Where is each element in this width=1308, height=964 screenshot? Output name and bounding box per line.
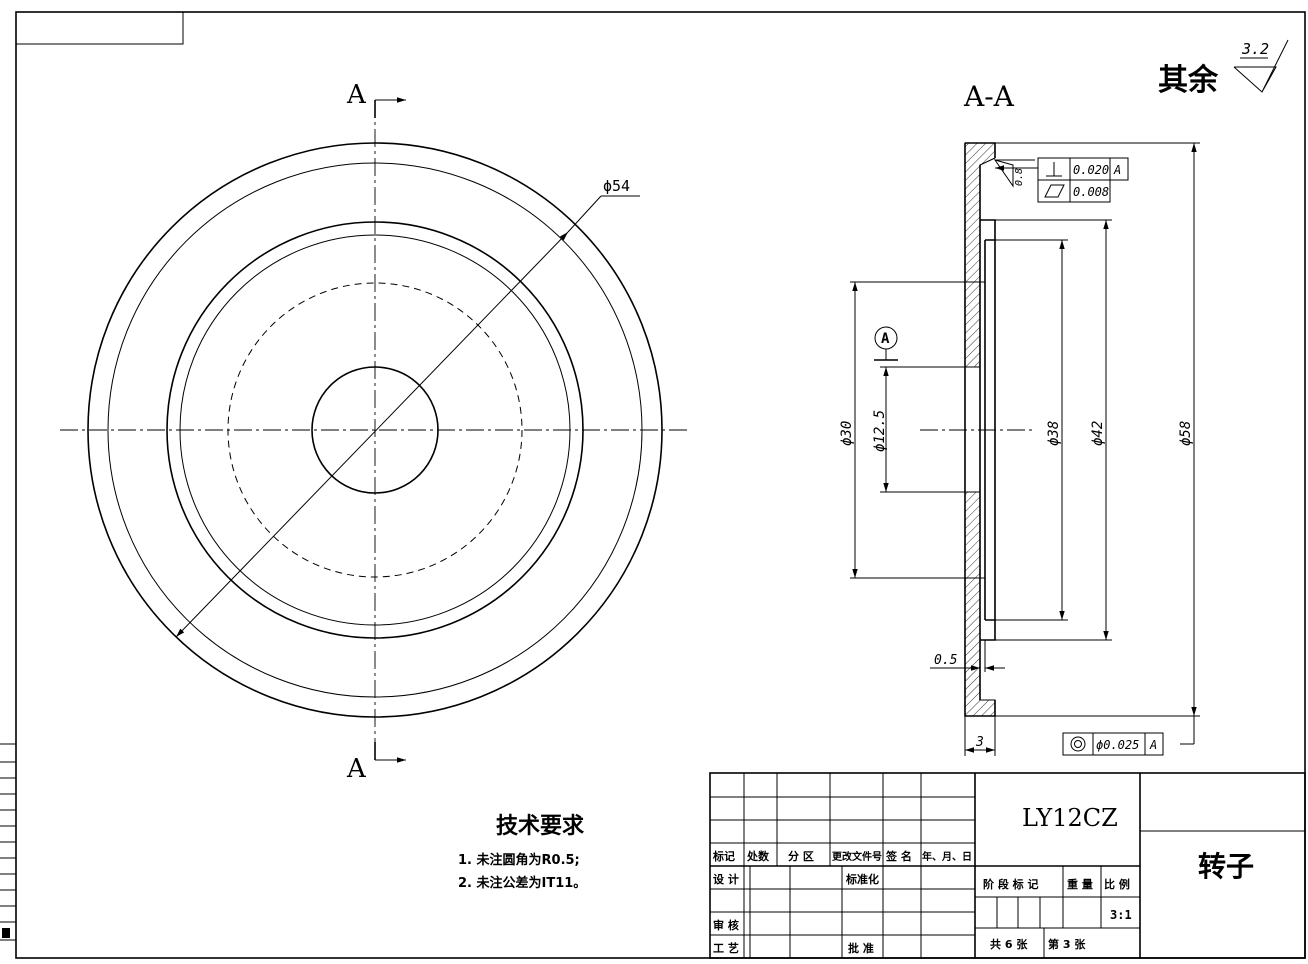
- tb-date: 年、月、日: [922, 850, 972, 863]
- section-marker-top-label: A: [346, 80, 367, 110]
- fcf-flatness: 0.008: [1037, 179, 1111, 203]
- tech-req-title: 技术要求: [496, 814, 584, 839]
- face-roughness-value: 0.8: [1014, 168, 1025, 186]
- dim-58-label: ϕ58: [1178, 421, 1194, 446]
- concentricity-datum: A: [1149, 738, 1157, 752]
- tech-req-item-1: 1. 未注圆角为R0.5;: [458, 852, 580, 868]
- drawing-frame: [0, 11, 1306, 959]
- tb-approve: 批 准: [848, 941, 874, 955]
- section-title: A-A: [963, 80, 1015, 113]
- dim-42-label: ϕ42: [1090, 421, 1106, 446]
- tb-zone: 分 区: [788, 849, 814, 863]
- concentricity-icon: [1070, 736, 1086, 752]
- tb-design: 设 计: [713, 872, 739, 886]
- flatness-value: 0.008: [1073, 185, 1109, 199]
- section-hatch-top-hub: [964, 281, 981, 368]
- datum-a-label: A: [881, 331, 890, 347]
- corner-label-box: [15, 11, 184, 45]
- tb-sheets-total: 共 6 张: [990, 937, 1028, 951]
- material-label: LY12CZ: [1022, 804, 1118, 832]
- tb-signature: 签 名: [885, 849, 912, 863]
- flatness-icon: [1044, 184, 1065, 198]
- tb-scale-value: 3:1: [1110, 908, 1132, 922]
- concentricity-value: ϕ0.025: [1096, 738, 1139, 752]
- tb-count: 处数: [746, 849, 770, 863]
- perpendicularity-datum: A: [1113, 163, 1121, 177]
- technical-requirements: 技术要求 1. 未注圆角为R0.5; 2. 未注公差为IT11。: [458, 814, 586, 891]
- tb-mark: 标记: [712, 849, 735, 863]
- tb-process: 工 艺: [713, 941, 739, 955]
- dim-38-label: ϕ38: [1046, 421, 1062, 446]
- surface-finish-prefix: 其余: [1158, 63, 1219, 98]
- title-block: LY12CZ 转子 标记 处数 分 区 更改文件号 签 名 年、月、日 设 计 …: [709, 772, 1306, 959]
- tb-sheet-number: 第 3 张: [1048, 937, 1086, 951]
- tb-weight: 重 量: [1067, 877, 1093, 891]
- left-margin-strip: [0, 743, 16, 941]
- perpendicularity-value: 0.020: [1073, 163, 1109, 177]
- section-marker-bottom: A: [346, 742, 406, 784]
- roughness-symbol-icon: [1233, 39, 1289, 93]
- tb-stage-mark: 阶 段 标 记: [983, 877, 1039, 891]
- front-view: ϕ54 A A: [60, 80, 690, 784]
- perpendicularity-icon: [1046, 162, 1062, 177]
- tb-scale: 比 例: [1104, 877, 1130, 891]
- section-view: A-A ϕ30 ϕ12.5 A: [839, 80, 1200, 756]
- dim-54-line: [175, 231, 569, 638]
- tb-standardize: 标准化: [845, 872, 879, 886]
- dim-30-label: ϕ30: [839, 421, 855, 446]
- section-marker-top: A: [346, 80, 406, 118]
- dim-54-label: ϕ54: [603, 177, 630, 195]
- dim-0-5-label: 0.5: [934, 653, 958, 668]
- datum-a-symbol: A: [874, 326, 898, 361]
- tb-review: 审 核: [713, 918, 739, 932]
- fcf-concentricity: ϕ0.025 A: [1062, 716, 1195, 756]
- section-marker-bottom-label: A: [346, 754, 367, 784]
- general-surface-finish: 其余 3.2: [1158, 39, 1289, 98]
- section-hatch-bottom-hub: [964, 491, 981, 579]
- surface-finish-value: 3.2: [1241, 40, 1269, 58]
- tech-req-item-2: 2. 未注公差为IT11。: [458, 875, 586, 891]
- dim-12-5-label: ϕ12.5: [872, 410, 888, 452]
- dim-3-label: 3: [975, 735, 984, 750]
- tb-change-doc: 更改文件号: [832, 850, 882, 863]
- part-name: 转子: [1198, 850, 1254, 883]
- face-roughness-symbol: 0.8: [993, 159, 1035, 188]
